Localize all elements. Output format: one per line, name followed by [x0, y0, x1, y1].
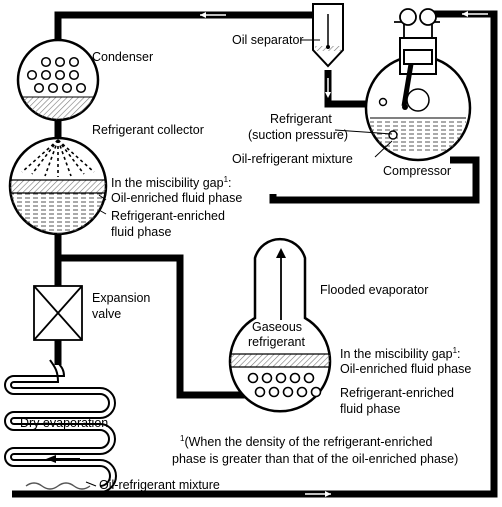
- flow-arrow-icon: [200, 12, 226, 18]
- flow-arrow-icon: [305, 491, 331, 497]
- labels: Condenser Oil separator Refrigerant (suc…: [20, 33, 471, 492]
- condenser: [16, 38, 100, 122]
- pipe-network: [12, 10, 498, 498]
- dry-evaporation-label: Dry evaporation: [20, 416, 108, 430]
- pipe-gap-to-evaporator: [58, 254, 258, 399]
- condensate-droplets: [26, 56, 87, 94]
- bubble-icon: [261, 372, 273, 384]
- oil-refrigerant-mixture-label: Oil-refrigerant mixture: [232, 152, 353, 166]
- bubble-icon: [378, 97, 388, 107]
- refrigerant-label-line2: (suction pressure): [248, 128, 348, 142]
- flooded-evaporator-label: Flooded evaporator: [320, 283, 428, 297]
- pipe-separator-to-compressor: [324, 70, 368, 108]
- evaporator-refrigerant-phase-label-line2: fluid phase: [340, 402, 401, 416]
- flooded-evaporator: [228, 237, 332, 413]
- coil-oil-film: [25, 482, 91, 490]
- expansion-valve-label-line2: valve: [92, 307, 121, 321]
- oil-separator-label: Oil separator: [232, 33, 304, 47]
- bubble-icon: [388, 130, 398, 140]
- collector-miscibility-label: In the miscibility gap1:: [111, 175, 232, 190]
- refrigerant-label: Refrigerant: [270, 112, 332, 126]
- bubble-icon: [296, 386, 308, 398]
- refrigerant-collector: [8, 136, 108, 236]
- boiling-bubbles: [247, 372, 322, 398]
- collector-refrigerant-phase-label-line2: fluid phase: [111, 225, 172, 239]
- droplet-icon: [68, 56, 80, 68]
- collector-oil-phase-label: Oil-enriched fluid phase: [111, 191, 242, 205]
- compressor-label: Compressor: [383, 164, 451, 178]
- bubble-icon: [310, 386, 322, 398]
- bubble-icon: [289, 372, 301, 384]
- bubble-icon: [268, 386, 280, 398]
- expansion-valve-label: Expansion: [92, 291, 150, 305]
- collector-refrigerant-phase-label: Refrigerant-enriched: [111, 209, 225, 223]
- flow-arrow-icon: [46, 455, 80, 463]
- droplet-icon: [75, 82, 87, 94]
- pipe-top-to-condenser: [54, 11, 313, 40]
- droplet-icon: [40, 56, 52, 68]
- pipe-evaporator-suction: [269, 156, 480, 204]
- droplet-icon: [40, 69, 52, 81]
- droplet-icon: [33, 82, 45, 94]
- evaporator-refrigerant-phase-label: Refrigerant-enriched: [340, 386, 454, 400]
- bubble-icon: [303, 372, 315, 384]
- footnote-line2: phase is greater than that of the oil-en…: [172, 452, 458, 466]
- droplet-icon: [54, 56, 66, 68]
- droplet-icon: [68, 69, 80, 81]
- flow-arrow-icon: [325, 78, 331, 98]
- leader-lines: [85, 39, 393, 487]
- droplet-icon: [61, 82, 73, 94]
- spray-nozzle: [21, 139, 95, 177]
- dry-evaporation-coil: [4, 359, 117, 493]
- gaseous-refrigerant-label-line2: refrigerant: [248, 335, 305, 349]
- pipe-compressor-discharge: [12, 10, 498, 498]
- bubble-icon: [247, 372, 259, 384]
- oil-separator: [312, 3, 344, 68]
- droplet-icon: [26, 69, 38, 81]
- compressor: [364, 8, 472, 162]
- droplet-icon: [47, 82, 59, 94]
- bubble-icon: [275, 372, 287, 384]
- droplet-icon: [54, 69, 66, 81]
- flow-arrow-icon: [462, 11, 488, 17]
- evaporator-miscibility-label: In the miscibility gap1:: [340, 346, 461, 361]
- coil-oil-refrigerant-mixture-label: Oil-refrigerant mixture: [99, 478, 220, 492]
- condenser-label: Condenser: [92, 50, 153, 64]
- refrigerant-collector-label: Refrigerant collector: [92, 123, 204, 137]
- evaporator-oil-phase-label: Oil-enriched fluid phase: [340, 362, 471, 376]
- footnote: 1(When the density of the refrigerant-en…: [180, 434, 433, 449]
- expansion-valve: [33, 285, 83, 341]
- bubble-icon: [254, 386, 266, 398]
- bubble-icon: [282, 386, 294, 398]
- gaseous-refrigerant-label: Gaseous: [252, 320, 302, 334]
- flow-arrows: [46, 11, 488, 497]
